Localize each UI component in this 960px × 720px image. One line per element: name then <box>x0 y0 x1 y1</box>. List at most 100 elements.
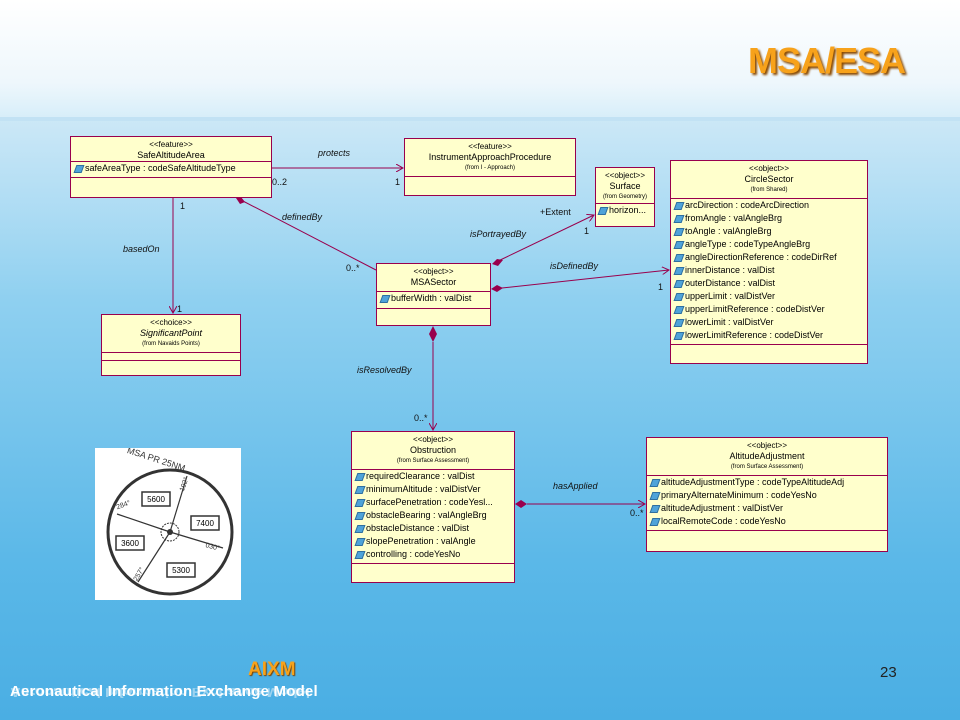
class-significant-point[interactable]: <<choice>> SignificantPoint (from Navaid… <box>101 314 241 376</box>
stereotype: <<object>> <box>748 164 790 173</box>
class-safe-altitude-area[interactable]: <<feature>> SafeAltitudeArea safeAreaTyp… <box>70 136 272 198</box>
class-msa-sector[interactable]: <<object>> MSASector bufferWidth : valDi… <box>376 263 491 326</box>
multiplicity-label: 1 <box>584 226 590 236</box>
package-label: (from Geometry) <box>602 194 647 200</box>
stereotype: <<object>> <box>413 267 454 276</box>
is-resolved-by-diamond <box>429 326 437 342</box>
attribute-list: altitudeAdjustmentType : codeTypeAltitud… <box>647 476 887 528</box>
attribute: toAngle : valAngleBrg <box>671 225 867 238</box>
bearing-label: 030° <box>205 541 221 553</box>
defined-by-diamond <box>236 197 245 204</box>
header-divider <box>0 117 960 121</box>
attribute: obstacleBearing : valAngleBrg <box>352 509 514 522</box>
sector-altitude: 7400 <box>196 519 214 528</box>
package-label: (from Shared) <box>750 187 788 193</box>
sector-altitude: 5300 <box>172 566 190 575</box>
attribute: upperLimitReference : codeDistVer <box>671 303 867 316</box>
class-instrument-approach-procedure[interactable]: <<feature>> InstrumentApproachProcedure … <box>404 138 576 196</box>
attribute: upperLimit : valDistVer <box>671 290 867 303</box>
attribute-icon <box>673 227 685 236</box>
attribute: arcDirection : codeArcDirection <box>671 199 867 212</box>
multiplicity-label: 1 <box>658 282 664 292</box>
stereotype: <<choice>> <box>150 318 192 327</box>
stereotype: <<feature>> <box>149 140 193 149</box>
attribute-icon <box>354 524 366 533</box>
class-name: AltitudeAdjustment <box>729 451 805 461</box>
class-name: InstrumentApproachProcedure <box>428 152 552 162</box>
package-label: (from Navaids Points) <box>142 341 200 347</box>
attribute-icon <box>673 266 685 275</box>
attribute-icon <box>673 240 685 249</box>
attribute-icon <box>354 472 366 481</box>
multiplicity-label: 1 <box>395 177 401 187</box>
attribute: outerDistance : valDist <box>671 277 867 290</box>
attribute: angleDirectionReference : codeDirRef <box>671 251 867 264</box>
attribute-icon <box>597 206 609 215</box>
attribute-icon <box>649 491 661 500</box>
attribute: obstacleDistance : valDist <box>352 522 514 535</box>
attribute: controlling : codeYesNo <box>352 548 514 561</box>
multiplicity-label: 1 <box>180 201 186 211</box>
attribute-icon <box>354 498 366 507</box>
defined-by-line <box>240 199 377 271</box>
attribute-icon <box>354 537 366 546</box>
attribute: angleType : codeTypeAngleBrg <box>671 238 867 251</box>
is-defined-by-line <box>501 270 669 289</box>
package-label: (from I - Approach) <box>464 165 515 171</box>
class-name: MSASector <box>410 277 457 287</box>
has-applied-diamond <box>515 500 527 508</box>
defined-by-label: definedBy <box>282 212 323 222</box>
page-number: 23 <box>880 664 897 681</box>
class-name: CircleSector <box>744 174 794 184</box>
is-resolved-by-label: isResolvedBy <box>357 365 412 375</box>
package-label: (from Surface Assessment) <box>730 464 804 470</box>
stereotype: <<object>> <box>412 435 454 444</box>
class-obstruction[interactable]: <<object>> Obstruction (from Surface Ass… <box>351 431 515 583</box>
attribute-icon <box>649 478 661 487</box>
attribute-icon <box>673 331 685 340</box>
attribute-icon <box>354 485 366 494</box>
header-band <box>0 0 960 118</box>
attribute: altitudeAdjustmentType : codeTypeAltitud… <box>647 476 887 489</box>
attribute: requiredClearance : valDist <box>352 470 514 483</box>
class-name: Surface <box>609 181 641 191</box>
aixm-logo-text: AIXM <box>248 659 296 680</box>
footer-text: Aeronautical Information Exchange Model <box>10 683 318 700</box>
class-circle-sector[interactable]: <<object>> CircleSector (from Shared) ar… <box>670 160 868 364</box>
attribute: innerDistance : valDist <box>671 264 867 277</box>
msa-chart-header: MSA PR 25NM <box>126 448 187 473</box>
multiplicity-label: 0..* <box>346 263 360 273</box>
attribute: lowerLimitReference : codeDistVer <box>671 329 867 342</box>
attribute: minimumAltitude : valDistVer <box>352 483 514 496</box>
multiplicity-label: 0..* <box>630 508 644 518</box>
attribute: altitudeAdjustment : valDistVer <box>647 502 887 515</box>
is-portrayed-by-label: isPortrayedBy <box>470 229 527 239</box>
based-on-label: basedOn <box>123 244 160 254</box>
multiplicity-label: 0..* <box>414 413 428 423</box>
is-portrayed-by-diamond <box>492 259 503 266</box>
is-defined-by-diamond <box>491 285 503 292</box>
class-name: SignificantPoint <box>139 328 203 338</box>
is-defined-by-label: isDefinedBy <box>550 261 599 271</box>
package-label: (from Surface Assessment) <box>396 458 470 464</box>
multiplicity-label: 1 <box>177 304 183 314</box>
attribute-icon <box>379 294 391 303</box>
is-portrayed-by-line <box>495 215 594 263</box>
attribute: safeAreaType : codeSafeAltitudeType <box>71 162 271 175</box>
attribute: bufferWidth : valDist <box>377 292 490 305</box>
msa-chart-image: 5600 7400 3600 5300 MSA PR 25NM 192° 284… <box>95 448 241 600</box>
stereotype: <<object>> <box>604 171 646 180</box>
attribute: localRemoteCode : codeYesNo <box>647 515 887 528</box>
sector-altitude: 3600 <box>121 539 139 548</box>
class-surface[interactable]: <<object>> Surface (from Geometry) horiz… <box>595 167 655 227</box>
slide-title: MSA/ESA <box>747 40 906 81</box>
extent-role-label: +Extent <box>540 207 571 217</box>
class-altitude-adjustment[interactable]: <<object>> AltitudeAdjustment (from Surf… <box>646 437 888 552</box>
stereotype: <<feature>> <box>468 142 512 151</box>
class-name: Obstruction <box>409 445 457 455</box>
attribute-icon <box>673 253 685 262</box>
attribute-icon <box>649 517 661 526</box>
attribute-icon <box>354 550 366 559</box>
